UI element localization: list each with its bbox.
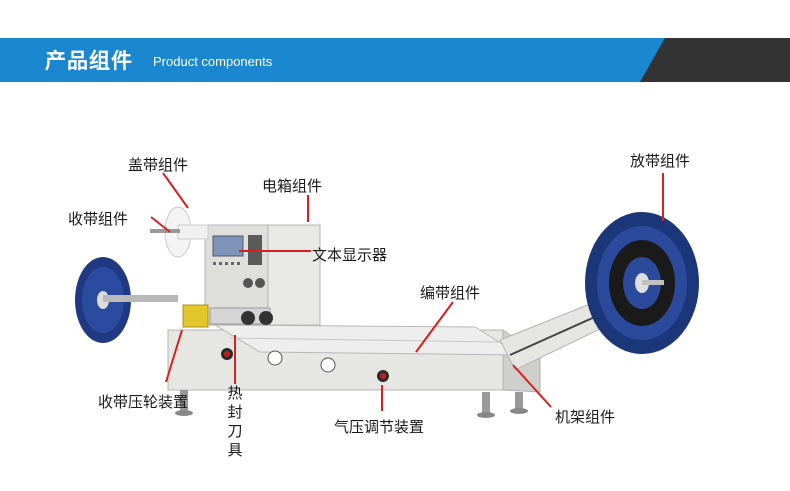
taping-label: 编带组件: [420, 284, 481, 302]
pressure-wheel-label: 收带压轮装置: [98, 393, 189, 411]
release-label: 放带组件: [630, 152, 691, 170]
electric-box-label: 电箱组件: [262, 177, 323, 195]
banner-subtitle: Product components: [153, 54, 273, 69]
cover-tape-label: 盖带组件: [128, 156, 189, 174]
banner-background: [0, 38, 790, 82]
heat-seal-label: 热封刀具: [227, 384, 243, 459]
frame-label: 机架组件: [555, 408, 616, 426]
take-up-label: 收带组件: [68, 210, 129, 228]
section-banner: 产品组件 Product components: [0, 38, 790, 82]
text-display-label: 文本显示器: [312, 246, 388, 264]
pointer-lines: [150, 172, 664, 411]
banner-title: 产品组件: [45, 49, 133, 73]
air-pressure-label: 气压调节装置: [334, 418, 425, 436]
